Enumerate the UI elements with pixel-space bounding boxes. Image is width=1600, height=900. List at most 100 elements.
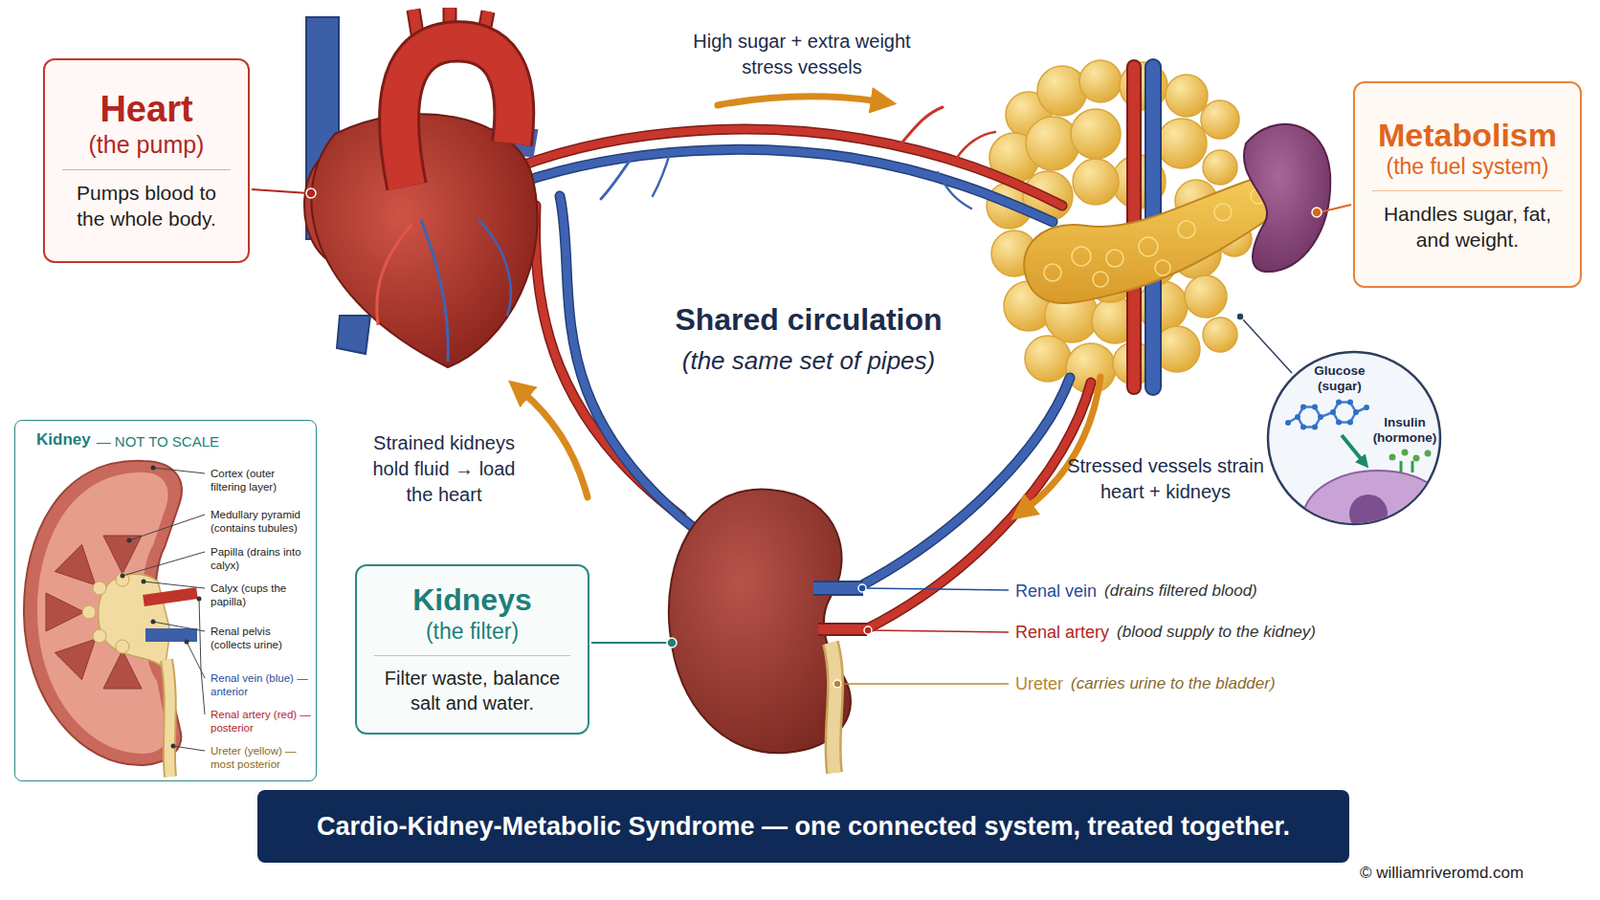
caption: Cardio-Kidney-Metabolic Syndrome — one c… (316, 812, 1290, 843)
leader-line (591, 642, 669, 645)
magnifier (1303, 470, 1453, 567)
leader-line (251, 189, 1352, 685)
inset-panel: Kidney— NOT TO SCALECortex (outer filter… (14, 420, 317, 782)
kidney-cross-section (143, 593, 198, 601)
box-subheading: (the fuel system) (1386, 153, 1550, 181)
part-label: Renal artery (red) — posterior (210, 708, 312, 735)
part-name: Renal vein (1015, 580, 1097, 602)
flow-arrow (522, 96, 1101, 510)
leader-dot (1311, 207, 1322, 218)
heart (311, 113, 537, 368)
magnifier-circle: Glucose (sugar)Insulin (hormone) (1266, 350, 1443, 527)
magnifier (1294, 414, 1301, 421)
magnifier (1335, 419, 1342, 425)
fat-tissue (1024, 335, 1071, 382)
flow-label: Stressed vessels strain heart + kidneys (1066, 453, 1266, 506)
fat-tissue (1202, 317, 1238, 353)
kidney (818, 622, 867, 637)
kidney (813, 582, 864, 595)
part-label: Papilla (drains into calyx) (210, 545, 312, 573)
kidney (668, 489, 851, 755)
kidney (830, 643, 836, 774)
magnifier (1267, 352, 1453, 567)
pancreas (1071, 246, 1091, 267)
pancreas (1155, 260, 1171, 276)
inset-leader-dot (120, 574, 126, 579)
kidney (830, 643, 836, 774)
inset-leader-dot (151, 466, 156, 471)
kidney-cross-section (82, 605, 96, 620)
blood-vessels (899, 107, 943, 146)
inset-leader-dot (171, 744, 177, 750)
box-heading: Kidneys (412, 583, 532, 619)
pancreas (1106, 249, 1124, 267)
heart (399, 41, 514, 187)
magnifier (1353, 409, 1359, 416)
box-heading: Heart (99, 88, 193, 131)
magnifier (1300, 404, 1307, 411)
magnifier (1347, 419, 1354, 425)
fat-tissue (1037, 66, 1088, 116)
blood-vessels (516, 149, 1053, 223)
kidney (668, 489, 867, 774)
kidney-cross-section (166, 660, 171, 778)
fat-tissue (1184, 275, 1227, 318)
kidney-cross-section (54, 639, 95, 680)
kidney-cross-section (98, 574, 171, 670)
magnifier (1424, 450, 1432, 458)
part-label: Medullary pyramid (contains tubules) (210, 508, 312, 535)
heart (399, 41, 514, 187)
inset-leader-dot (127, 538, 133, 544)
inset-leader-line (129, 514, 205, 541)
magnifier (1330, 409, 1336, 416)
heart (304, 7, 538, 368)
kidney-cross-section (115, 573, 130, 587)
box-heading: Metabolism (1377, 116, 1557, 154)
kidney-cross-section (82, 573, 130, 654)
blood-vessels (600, 157, 632, 200)
inset-leader-dot (141, 579, 147, 585)
flow-arrow (522, 392, 588, 498)
kidney-cross-section (54, 544, 95, 585)
pancreas (1214, 203, 1232, 222)
kidney-cross-section (92, 581, 107, 596)
inset-leader-dot (151, 620, 156, 625)
inset-leader-line (153, 622, 205, 632)
blood-vessels (652, 153, 670, 197)
magnifier (1285, 400, 1370, 431)
magnifier (1311, 404, 1318, 411)
center-subtitle: (the same set of pipes) (593, 346, 1024, 377)
inset-leader-line (122, 467, 205, 752)
part-label: Renal vein (blue) — anterior (210, 671, 312, 699)
magnifier (1317, 414, 1324, 421)
heart (478, 220, 512, 316)
inset-leader-dot (197, 597, 202, 602)
kidney (813, 580, 864, 597)
heart (421, 220, 448, 362)
fat-tissue (1202, 150, 1238, 185)
magnifier (1349, 494, 1388, 534)
part-label: Ureter (yellow) — most posterior (210, 744, 312, 772)
flow-arrow (1025, 377, 1101, 510)
magnifier (1285, 400, 1453, 567)
fat-tissue (1070, 109, 1121, 159)
inset-leader-dot (184, 640, 190, 645)
leader-line (1319, 204, 1352, 213)
box-description: Pumps blood to the whole body. (62, 169, 231, 233)
organ-box: Heart(the pump)Pumps blood to the whole … (43, 58, 250, 264)
inset-leader-line (186, 642, 205, 679)
part-note: (blood supply to the kidney) (1116, 622, 1316, 644)
magnifier (1333, 402, 1356, 423)
leader-line (864, 588, 1009, 591)
organ-box: Metabolism(the fuel system)Handles sugar… (1353, 81, 1582, 289)
pancreas (1177, 221, 1196, 239)
inset-leader-line (143, 581, 205, 589)
blood-vessels (956, 132, 996, 158)
inset-leader-line (199, 599, 205, 715)
part-name: Ureter (1015, 673, 1064, 695)
heart (336, 315, 371, 355)
fat-tissue (1072, 158, 1119, 205)
magnifier (1300, 423, 1307, 430)
magnifier (1311, 423, 1318, 430)
